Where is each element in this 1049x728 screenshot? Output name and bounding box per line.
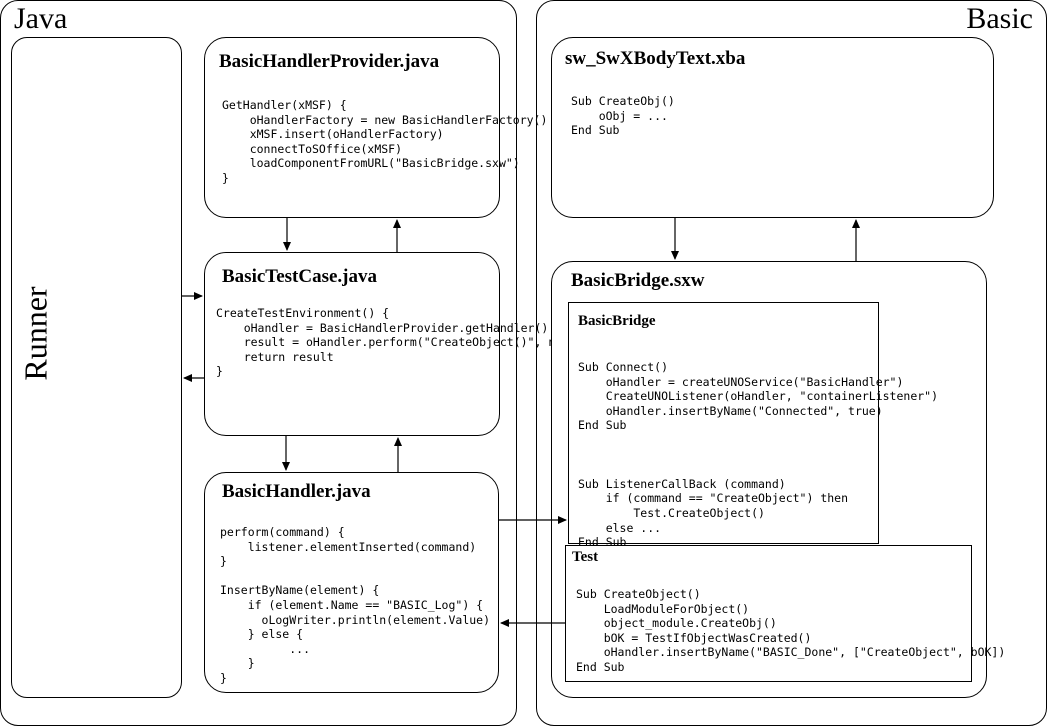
basic-handler-title: BasicHandler.java [222,481,371,502]
basic-handler-provider-code: GetHandler(xMSF) { oHandlerFactory = new… [222,98,548,185]
basic-bridge-module-code: Sub Connect() oHandler = createUNOServic… [578,360,939,550]
basic-test-case-code: CreateTestEnvironment() { oHandler = Bas… [216,306,583,379]
runner-label: Runner [17,286,54,381]
runner-box [11,37,182,698]
test-module-title: Test [572,549,599,565]
basic-test-case-title: BasicTestCase.java [222,266,377,287]
basic-bridge-module-title: BasicBridge [578,313,656,329]
basic-handler-provider-title: BasicHandlerProvider.java [219,51,440,72]
basic-handler-box [204,472,499,693]
test-module-code: Sub CreateObject() LoadModuleForObject()… [576,587,1006,674]
java-section-label: Java [14,2,68,35]
basic-test-case-box [204,252,500,436]
basic-section-label: Basic [966,2,1033,35]
basic-bridge-sxw-title: BasicBridge.sxw [571,270,705,291]
sw-body-text-title: sw_SwXBodyText.xba [565,48,746,69]
sw-body-text-box [551,37,994,218]
sw-body-text-code: Sub CreateObj() oObj = ... End Sub [571,94,675,138]
basic-handler-provider-box [204,37,500,218]
basic-handler-code: perform(command) { listener.elementInser… [220,525,491,685]
basic-bridge-module-box [568,302,879,544]
test-module-box [565,545,972,682]
